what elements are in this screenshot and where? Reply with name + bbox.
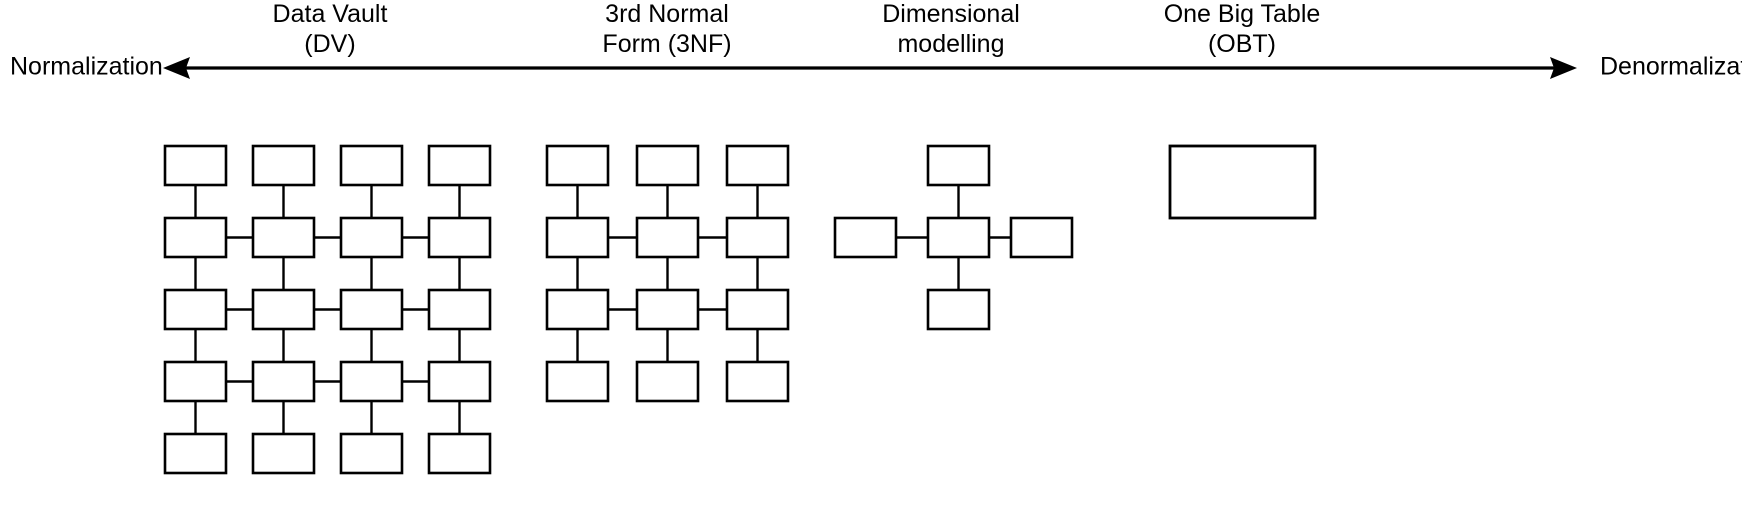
entity-box xyxy=(251,432,316,475)
entity-box-dimension-left xyxy=(833,216,898,259)
model-group-dimensional-modelling xyxy=(833,144,1074,331)
entity-box xyxy=(339,216,404,259)
entity-box xyxy=(427,216,492,259)
column-headers: Data Vault (DV) 3rd Normal Form (3NF) Di… xyxy=(273,0,1321,58)
entity-box xyxy=(545,288,610,331)
column-header-dimensional-line2: modelling xyxy=(897,30,1004,58)
entity-box-fact-center xyxy=(926,216,991,259)
entity-box xyxy=(163,432,228,475)
entity-box xyxy=(339,432,404,475)
entity-box xyxy=(251,288,316,331)
model-group-one-big-table xyxy=(1168,144,1317,220)
entity-box xyxy=(339,288,404,331)
entity-box-one-big-table xyxy=(1168,144,1317,220)
column-header-3nf-line2: Form (3NF) xyxy=(602,30,731,58)
entity-box-dimension-top xyxy=(926,144,991,187)
entity-box xyxy=(725,144,790,187)
arrow-head-right-icon xyxy=(1550,57,1577,79)
entity-box xyxy=(163,288,228,331)
entity-box xyxy=(339,360,404,403)
entity-box xyxy=(545,216,610,259)
entity-box xyxy=(163,216,228,259)
spectrum-axis: Normalization Denormalization xyxy=(10,53,1742,81)
arrow-head-left-icon xyxy=(163,57,190,79)
model-group-third-normal-form xyxy=(545,144,790,403)
column-header-dimensional-line1: Dimensional xyxy=(882,0,1020,28)
dimensional-modelling-links xyxy=(896,185,1011,290)
model-group-data-vault xyxy=(163,144,492,475)
entity-box xyxy=(427,360,492,403)
axis-label-denormalization: Denormalization xyxy=(1600,53,1742,81)
entity-box xyxy=(427,144,492,187)
entity-box xyxy=(725,216,790,259)
entity-box xyxy=(725,288,790,331)
data-vault-links xyxy=(194,185,461,434)
entity-box xyxy=(635,144,700,187)
axis-label-normalization: Normalization xyxy=(10,53,163,81)
third-normal-form-entities xyxy=(545,144,790,403)
entity-box xyxy=(545,360,610,403)
entity-box xyxy=(635,216,700,259)
third-normal-form-links xyxy=(576,185,759,362)
entity-box xyxy=(251,144,316,187)
entity-box xyxy=(725,360,790,403)
column-header-data-vault-line2: (DV) xyxy=(304,30,355,58)
entity-box-dimension-right xyxy=(1009,216,1074,259)
column-header-3nf-line1: 3rd Normal xyxy=(605,0,729,28)
column-header-obt-line1: One Big Table xyxy=(1164,0,1321,28)
column-header-obt-line2: (OBT) xyxy=(1208,30,1276,58)
entity-box xyxy=(545,144,610,187)
dimensional-modelling-entities xyxy=(833,144,1074,331)
entity-box xyxy=(339,144,404,187)
entity-box xyxy=(163,144,228,187)
entity-box xyxy=(635,288,700,331)
entity-box xyxy=(427,288,492,331)
column-header-data-vault-line1: Data Vault xyxy=(273,0,388,28)
data-vault-entities xyxy=(163,144,492,475)
entity-box xyxy=(251,360,316,403)
entity-box xyxy=(635,360,700,403)
entity-box xyxy=(427,432,492,475)
entity-box xyxy=(163,360,228,403)
entity-box-dimension-bottom xyxy=(926,288,991,331)
entity-box xyxy=(251,216,316,259)
